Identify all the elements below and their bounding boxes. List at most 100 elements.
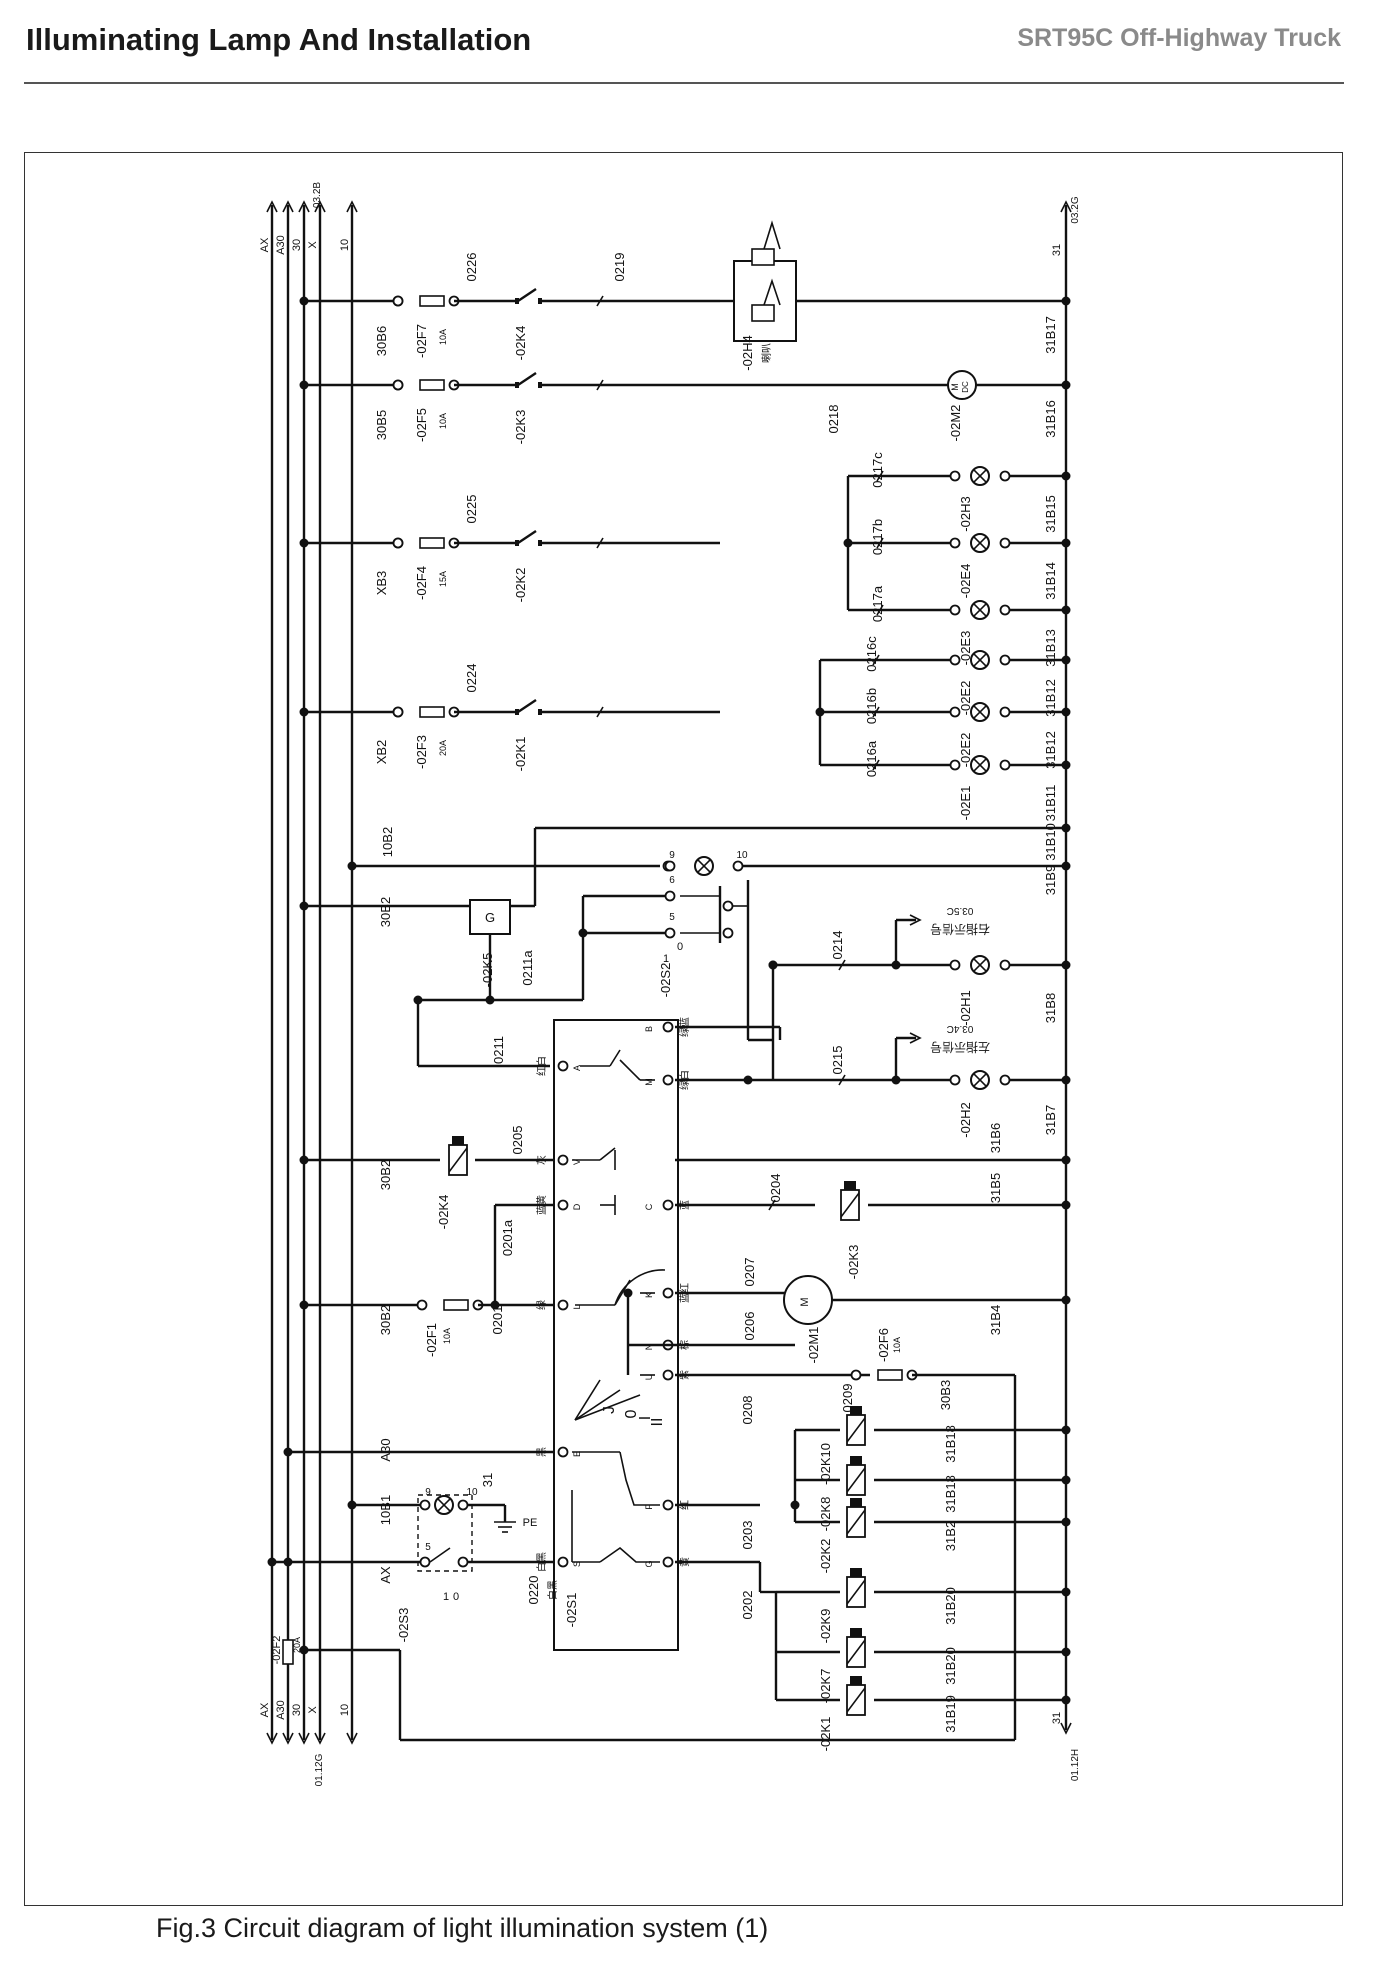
lamp-wire-label: 0216c [864, 636, 879, 672]
s1-pin-label: S [572, 1561, 582, 1567]
bus-arrow [314, 1732, 326, 1745]
bus-arrow [346, 1732, 358, 1745]
return-label: 31B18 [943, 1425, 958, 1463]
ground-junction [1061, 380, 1071, 390]
wire-mark [596, 379, 604, 391]
ground-junction [1061, 861, 1071, 871]
label-02s1: -02S1 [564, 1593, 579, 1628]
s2-pin-label: 9 [669, 850, 675, 861]
horn-cap [751, 248, 775, 266]
row-wire-label: 0224 [464, 664, 479, 693]
header-rule [24, 82, 1344, 84]
lamp-label: -02E4 [958, 564, 973, 599]
wire-mark [872, 706, 880, 718]
s1-terminal [557, 1060, 569, 1072]
row-fuse-label: -02F3 [414, 735, 429, 769]
bus-arrow [298, 1732, 310, 1745]
row-fuse-rating: 10A [438, 329, 448, 345]
fuse-02f2 [282, 1639, 294, 1665]
label-30b2: 30B2 [378, 1305, 393, 1335]
label-ax: AX [378, 1566, 393, 1584]
row-fuse-label: -02F7 [414, 324, 429, 358]
ground-junction [1061, 296, 1071, 306]
ground-junction [1061, 707, 1071, 717]
s1-terminal [662, 1199, 674, 1211]
relay--02K2-diag [846, 1509, 866, 1535]
label-0211a: 0211a [520, 950, 535, 986]
relay--02K2-cap [850, 1498, 862, 1507]
ground-junction [1061, 1200, 1071, 1210]
s1-terminal [662, 1499, 674, 1511]
label-31b10: 31B10 [1043, 823, 1058, 861]
relay--02K7-cap [850, 1628, 862, 1637]
ground-junction [1061, 538, 1071, 548]
s3-terminal [457, 1556, 469, 1568]
junction [790, 1500, 800, 1510]
ground-junction [1061, 1587, 1071, 1597]
label-0220-color: 白黑 [546, 1580, 559, 1600]
label-02f2-rating: 20A [292, 1637, 302, 1653]
lamp-terminal [949, 604, 961, 616]
ground-junction [1061, 1647, 1071, 1657]
flasher-relay-text: G [485, 910, 495, 925]
relay--02K9-diag [846, 1579, 866, 1605]
horn-label: -02H4 [740, 335, 755, 370]
s1-handle [574, 1389, 621, 1421]
ground-junction [1061, 1075, 1071, 1085]
ground-junction [1061, 1295, 1071, 1305]
lamp--02E3-cross [973, 603, 987, 617]
lamp-wire-label: 0217b [870, 519, 885, 555]
page-title: Illuminating Lamp And Installation [26, 22, 532, 57]
lamp-terminal [999, 706, 1011, 718]
s3-pin-label: 10 [466, 1487, 478, 1498]
s1-contact [599, 1147, 616, 1161]
bus-label-top: AX [259, 237, 271, 252]
motor-symbol-text: DC [961, 381, 970, 393]
s1-contact [619, 1059, 641, 1081]
figure-caption: Fig.3 Circuit diagram of light illuminat… [156, 1913, 769, 1943]
motor-02m1-text: M [799, 1297, 811, 1306]
bus-label-top: X [307, 241, 319, 249]
ground-junction [1061, 471, 1071, 481]
return-label: 31B12 [1043, 731, 1058, 769]
row-fuse-terminal [392, 706, 404, 718]
lamp-label: -02E1 [958, 786, 973, 821]
bus-arrow [282, 200, 294, 213]
label-31b5: 31B5 [988, 1173, 1003, 1203]
row-fuse [419, 295, 445, 307]
arrow [909, 1032, 922, 1044]
s3-terminal [457, 1499, 469, 1511]
s1-position-label: J [601, 1406, 618, 1414]
label-02h1: -02H1 [958, 990, 973, 1025]
label-31b7: 31B7 [1043, 1105, 1058, 1135]
arrow [909, 914, 922, 926]
s1-pin-label: M [644, 1078, 654, 1086]
s1-terminal [662, 1369, 674, 1381]
label-0202: 0202 [740, 1591, 755, 1620]
fuse-02f6-terminal [850, 1369, 862, 1381]
s1-pin-label: G [644, 1560, 654, 1567]
label-0220: 0220 [526, 1576, 541, 1605]
lamp--02E2-cross [973, 653, 987, 667]
row-fuse-terminal [392, 537, 404, 549]
s3-pin-label: 5 [425, 1542, 431, 1553]
relay--02K7-diag [846, 1639, 866, 1665]
bus-junction [283, 1557, 293, 1567]
fuse-02f1-terminal [416, 1299, 428, 1311]
s1-pin-label: L [572, 1304, 582, 1309]
lamp-terminal [999, 604, 1011, 616]
s1-switch-body [553, 1019, 679, 1651]
relay--02K8-diag [846, 1467, 866, 1493]
s1-terminal [662, 1556, 674, 1568]
flasher-relay [469, 899, 511, 935]
s1-pin-label: V [572, 1159, 582, 1165]
label-02s2: -02S2 [658, 963, 673, 998]
bus-arrow [282, 1732, 294, 1745]
relay-contact-pin [515, 382, 519, 388]
terminal [999, 1074, 1011, 1086]
ground-label: 31 [1051, 244, 1063, 256]
ground-junction [1061, 823, 1071, 833]
s1-terminal [557, 1199, 569, 1211]
label-right-ref: 03.5C [947, 905, 974, 916]
horn-note: 喇叭 [761, 343, 773, 363]
